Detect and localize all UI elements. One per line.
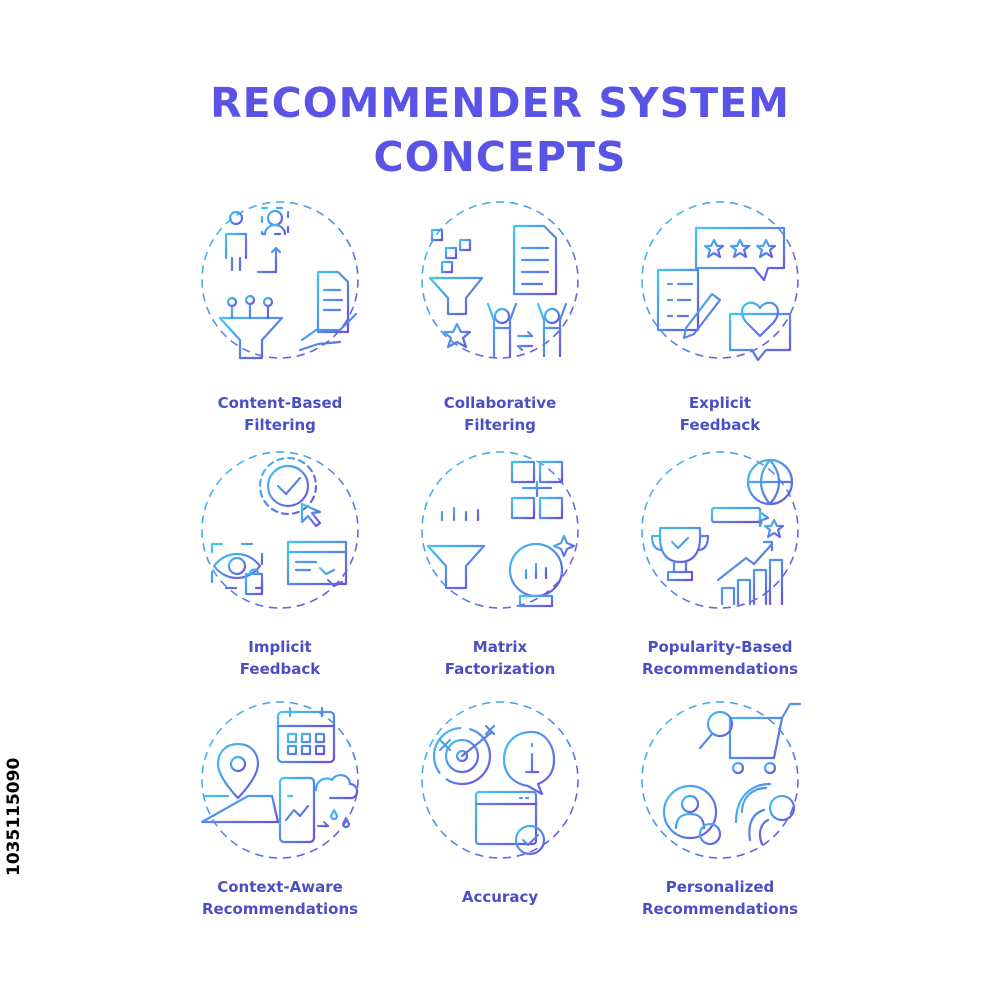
concept-label: Collaborative Filtering — [443, 394, 557, 434]
title-line-2: CONCEPTS — [373, 133, 627, 181]
concept-label: Implicit Feedback — [239, 638, 321, 678]
explicit-feedback-icon — [640, 200, 800, 362]
concept-label: Explicit Feedback — [679, 394, 761, 434]
title-line-1: RECOMMENDER SYSTEM — [210, 79, 790, 127]
collaborative-filter-icon — [420, 200, 580, 360]
concept-label: Content-Based Filtering — [217, 394, 343, 434]
concept-label: Matrix Factorization — [444, 638, 556, 678]
page-title: RECOMMENDER SYSTEM CONCEPTS — [0, 76, 1000, 184]
accuracy-icon — [420, 700, 580, 860]
popularity-icon — [640, 450, 800, 610]
implicit-feedback-icon — [200, 450, 360, 610]
concept-label: Context-Aware Recommendations — [201, 878, 359, 918]
matrix-factorization-icon — [420, 450, 580, 610]
concept-label: Personalized Recommendations — [641, 878, 799, 918]
context-aware-icon — [200, 700, 360, 860]
personalized-icon — [640, 700, 802, 860]
concept-label: Accuracy — [461, 888, 539, 906]
content-filter-icon — [200, 200, 360, 360]
concept-label: Popularity-Based Recommendations — [641, 638, 799, 678]
stock-id-watermark: 1035115090 — [4, 757, 24, 877]
